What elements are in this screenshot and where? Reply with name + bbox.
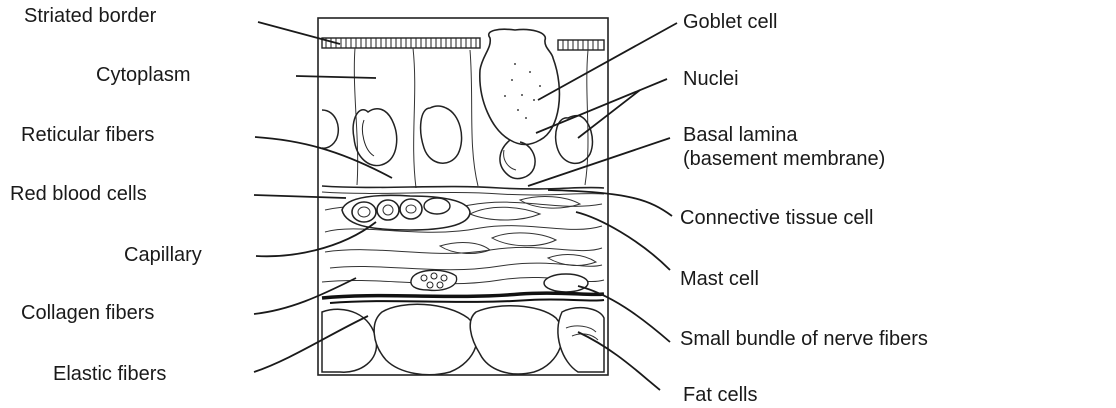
leader-striated-border (258, 22, 340, 44)
leader-capillary (256, 222, 376, 256)
label-collagen-fibers: Collagen fibers (21, 302, 154, 324)
label-striated-border: Striated border (24, 5, 157, 27)
leader-red-blood-cells (254, 195, 346, 198)
label-reticular-fibers: Reticular fibers (21, 124, 154, 146)
striated-border-band (322, 38, 604, 50)
nerve-bundle-shape (411, 270, 457, 290)
label-nuclei: Nuclei (683, 68, 739, 90)
label-capillary: Capillary (124, 244, 202, 266)
label-goblet-cell: Goblet cell (683, 11, 778, 33)
leader-mast-cell (576, 212, 670, 270)
elastic-band (322, 293, 604, 303)
leader-cytoplasm (296, 76, 376, 78)
label-connective-tissue-cell: Connective tissue cell (680, 207, 873, 229)
label-basal-lamina: Basal lamina (683, 124, 798, 146)
fat-cells-shape (322, 304, 604, 374)
goblet-cell-shape (480, 29, 560, 178)
leader-reticular-fibers (255, 137, 392, 178)
label-mast-cell: Mast cell (680, 268, 759, 290)
label-fat-cells: Fat cells (683, 384, 757, 406)
label-nerve-bundle: Small bundle of nerve fibers (680, 328, 928, 350)
label-basement-membrane: (basement membrane) (683, 148, 885, 170)
leader-basal-lamina (528, 138, 670, 186)
mast-cell-shape (544, 274, 588, 292)
capillary-vessel (342, 195, 470, 230)
right-labels: Goblet cell Nuclei Basal lamina (basemen… (680, 11, 928, 406)
label-elastic-fibers: Elastic fibers (53, 363, 166, 385)
tissue-illustration (318, 18, 608, 375)
label-cytoplasm: Cytoplasm (96, 64, 190, 86)
label-red-blood-cells: Red blood cells (10, 183, 147, 205)
left-labels: Striated border Cytoplasm Reticular fibe… (10, 5, 202, 385)
